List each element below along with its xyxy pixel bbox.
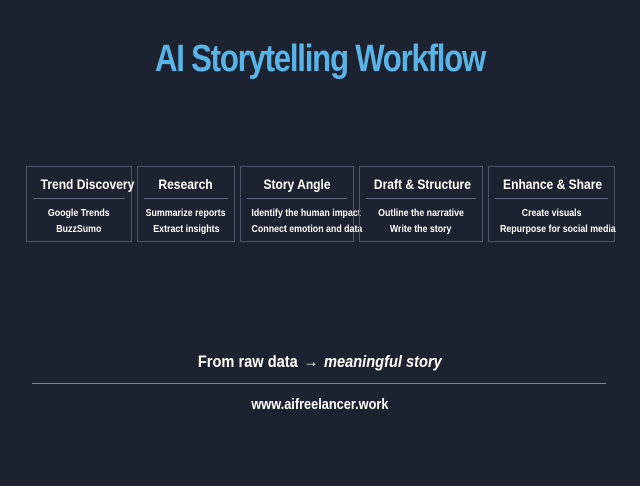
tagline: From raw data → meaningful story <box>0 352 640 372</box>
step-heading: Enhance & Share <box>495 167 608 199</box>
step-trend-discovery: Trend Discovery Google Trends BuzzSumo <box>26 166 134 242</box>
step-item: Outline the narrative <box>378 207 464 219</box>
page-title: AI Storytelling Workflow <box>155 38 486 80</box>
step-item: Summarize reports <box>146 207 226 219</box>
step-heading: Story Angle <box>247 167 347 199</box>
step-heading: Research <box>144 167 228 199</box>
workflow-steps: Trend Discovery Google Trends BuzzSumo R… <box>0 166 640 244</box>
step-item: Connect emotion and data <box>251 223 363 235</box>
step-research: Research Summarize reports Extract insig… <box>137 166 235 242</box>
step-item: Create visuals <box>521 207 582 219</box>
step-enhance-share: Enhance & Share Create visuals Repurpose… <box>488 166 616 242</box>
step-item: Extract insights <box>152 223 220 235</box>
tagline-prefix: From raw data <box>198 352 298 371</box>
step-draft-structure: Draft & Structure Outline the narrative … <box>359 166 483 242</box>
arrow-right-icon: → <box>303 352 319 371</box>
tagline-emphasis: meaningful story <box>324 352 442 371</box>
step-item: BuzzSumo <box>56 223 102 235</box>
divider <box>32 383 606 384</box>
step-item: Identify the human impact <box>251 207 361 219</box>
step-item: Write the story <box>390 223 452 235</box>
step-item: Google Trends <box>48 207 110 219</box>
step-heading: Trend Discovery <box>33 167 134 199</box>
website-url: www.aifreelancer.work <box>251 397 389 413</box>
step-heading: Draft & Structure <box>366 167 476 199</box>
step-story-angle: Story Angle Identify the human impact Co… <box>240 166 363 242</box>
step-item: Repurpose for social media <box>500 223 616 235</box>
